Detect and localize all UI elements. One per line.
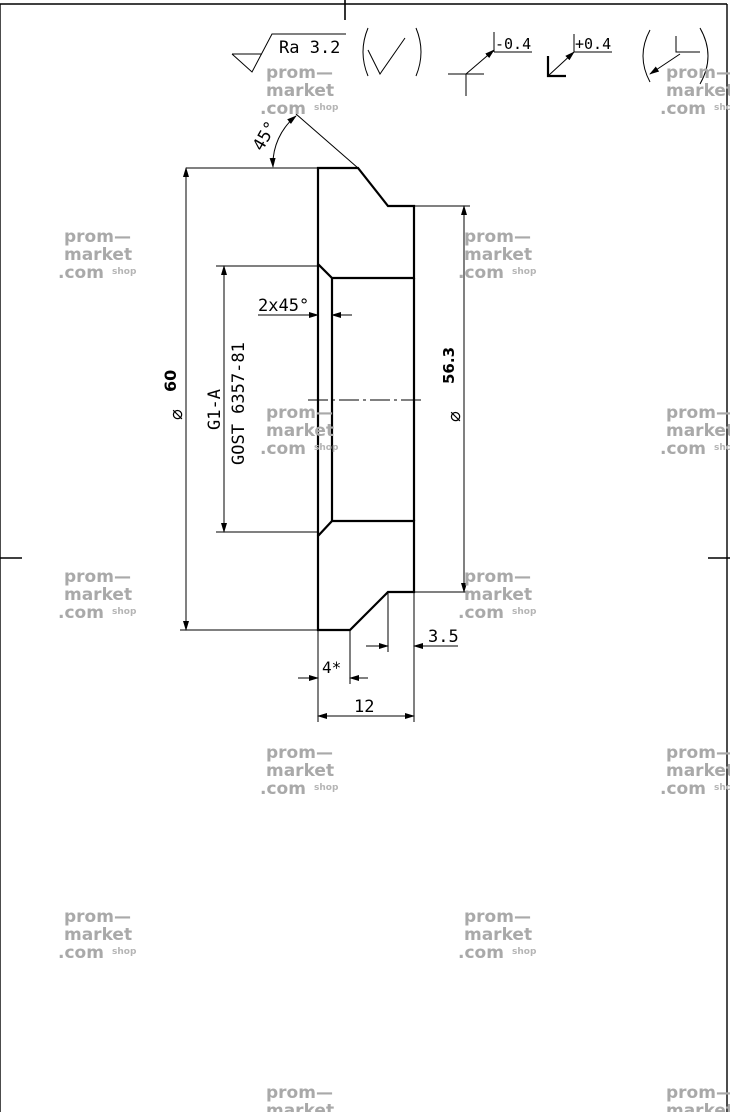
svg-text:.com: .com [458, 603, 504, 623]
svg-text:market: market [266, 81, 334, 101]
svg-text:market: market [266, 421, 334, 441]
watermark: prom— market .com shop [660, 403, 730, 459]
watermark: prom— market [666, 1083, 730, 1112]
chamfer-label: 2x45° [258, 296, 309, 316]
svg-text:shop: shop [714, 783, 730, 793]
dim-3-5: 3.5 [366, 592, 459, 722]
svg-text:prom—: prom— [64, 907, 131, 927]
svg-text:market: market [64, 925, 132, 945]
watermark: prom— market .com shop [458, 227, 537, 283]
part-outline [308, 264, 425, 536]
tolerance-minus-label: -0.4 [495, 35, 531, 53]
thread-line2: GOST 6357-81 [229, 342, 249, 465]
watermark: prom— market .com shop [260, 743, 339, 799]
inner-diameter-value: 56.3 [440, 347, 458, 384]
svg-text:prom—: prom— [64, 227, 131, 247]
watermark: prom— market .com shop [458, 907, 537, 963]
svg-text:shop: shop [512, 607, 537, 617]
svg-text:shop: shop [512, 947, 537, 957]
tolerance-plus-symbol: +0.4 [546, 34, 612, 78]
svg-text:prom—: prom— [266, 403, 333, 423]
thread-line1: G1-A [205, 389, 225, 430]
svg-text:market: market [464, 925, 532, 945]
watermark: prom— market .com shop [458, 567, 537, 623]
svg-text:.com: .com [660, 779, 706, 799]
svg-text:prom—: prom— [464, 907, 531, 927]
svg-text:prom—: prom— [464, 227, 531, 247]
outer-diameter-value: 60 [161, 370, 180, 392]
svg-text:shop: shop [714, 103, 730, 113]
dim-4-label: 4* [322, 658, 341, 677]
tolerance-minus-symbol: -0.4 [448, 32, 532, 96]
watermarks: prom— market .com shop prom— market .com… [58, 63, 730, 1112]
svg-text:shop: shop [314, 443, 339, 453]
section-hatch [316, 166, 416, 632]
svg-text:.com: .com [260, 779, 306, 799]
svg-text:prom—: prom— [266, 743, 333, 763]
svg-text:.com: .com [458, 943, 504, 963]
svg-text:.com: .com [458, 263, 504, 283]
watermark: prom— market .com shop [660, 743, 730, 799]
roughness-label: Ra 3.2 [279, 38, 340, 58]
svg-text:shop: shop [314, 103, 339, 113]
svg-text:market: market [666, 761, 730, 781]
svg-text:.com: .com [660, 439, 706, 459]
watermark: prom— market .com shop [260, 403, 339, 459]
thread-dimension: G1-A GOST 6357-81 [205, 265, 318, 533]
svg-text:market: market [64, 585, 132, 605]
watermark: prom— market [266, 1083, 334, 1112]
svg-text:prom—: prom— [464, 567, 531, 587]
watermark: prom— market .com shop [260, 63, 339, 119]
outer-diameter-symbol: ⌀ [166, 409, 187, 420]
svg-text:shop: shop [512, 267, 537, 277]
svg-text:shop: shop [314, 783, 339, 793]
svg-text:.com: .com [58, 603, 104, 623]
outer-diameter-dimension: ⌀ 60 [161, 167, 318, 631]
dim-4: 4* [298, 630, 368, 722]
svg-text:market: market [464, 585, 532, 605]
watermark: prom— market .com shop [58, 227, 137, 283]
svg-text:market: market [266, 1101, 334, 1112]
angle-dimension: 45° [186, 113, 359, 169]
svg-text:market: market [266, 761, 334, 781]
svg-text:.com: .com [58, 943, 104, 963]
inner-diameter-dimension: ⌀ 56.3 [414, 205, 470, 593]
svg-text:.com: .com [660, 99, 706, 119]
watermark: prom— market .com shop [660, 63, 730, 119]
svg-text:prom—: prom— [64, 567, 131, 587]
svg-text:prom—: prom— [666, 63, 730, 83]
svg-text:shop: shop [112, 267, 137, 277]
svg-text:prom—: prom— [266, 1083, 333, 1103]
chamfer-dimension: 2x45° [258, 296, 352, 318]
svg-text:prom—: prom— [666, 743, 730, 763]
tolerance-plus-label: +0.4 [575, 35, 611, 53]
watermark: prom— market .com shop [58, 567, 137, 623]
svg-text:market: market [464, 245, 532, 265]
roughness-symbol: Ra 3.2 [231, 27, 422, 77]
svg-text:prom—: prom— [266, 63, 333, 83]
inner-diameter-symbol: ⌀ [444, 411, 465, 422]
angle-label: 45° [249, 118, 282, 155]
svg-text:.com: .com [260, 99, 306, 119]
svg-text:prom—: prom— [666, 1083, 730, 1103]
svg-text:.com: .com [260, 439, 306, 459]
svg-text:.com: .com [58, 263, 104, 283]
svg-text:prom—: prom— [666, 403, 730, 423]
dim-12-label: 12 [354, 697, 374, 717]
dim-12: 12 [317, 697, 415, 719]
svg-text:shop: shop [714, 443, 730, 453]
svg-text:shop: shop [112, 607, 137, 617]
svg-text:market: market [666, 81, 730, 101]
svg-text:market: market [666, 421, 730, 441]
dim-3-5-label: 3.5 [428, 627, 459, 647]
svg-text:market: market [666, 1101, 730, 1112]
svg-text:market: market [64, 245, 132, 265]
svg-text:shop: shop [112, 947, 137, 957]
watermark: prom— market .com shop [58, 907, 137, 963]
perpendicularity-symbol [642, 27, 709, 85]
